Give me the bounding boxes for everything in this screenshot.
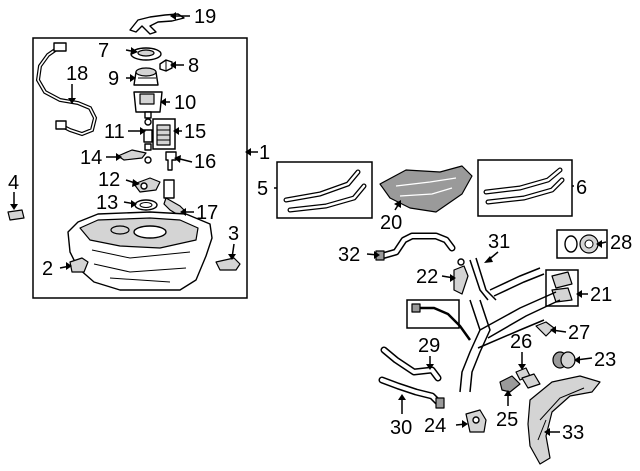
part-21-filler-neck-clamps	[551, 271, 573, 303]
callout-30: 30	[390, 417, 412, 439]
part-10-fuel-pump-module	[133, 91, 163, 119]
part-16-sender	[165, 151, 177, 171]
part-31-breather-tube	[469, 257, 545, 301]
fuel-tank	[67, 211, 213, 291]
callout-12: 12	[98, 169, 120, 191]
part-28-fuel-cap	[564, 234, 599, 254]
part-6-box	[477, 159, 573, 217]
callout-6: 6	[576, 177, 587, 199]
callout-24: 24	[424, 415, 446, 437]
part-4-pad	[7, 209, 25, 221]
callout-7: 7	[98, 40, 109, 62]
fuel-tank-assembly-box	[32, 37, 248, 299]
callout-32: 32	[338, 244, 360, 266]
part-28-box	[556, 229, 608, 259]
part-29-filler-hose	[380, 346, 442, 382]
part-5-tank-strap	[283, 169, 367, 213]
callout-28: 28	[610, 232, 632, 254]
part-5-box	[276, 161, 373, 219]
callout-33: 33	[562, 422, 584, 444]
callout-27: 27	[568, 322, 590, 344]
callout-13: 13	[96, 192, 118, 214]
callout-26: 26	[510, 331, 532, 353]
callout-8: 8	[188, 55, 199, 77]
part-12-bracket	[133, 177, 161, 193]
callout-21: 21	[590, 284, 612, 306]
part-13-lock-ring	[134, 199, 158, 211]
part-20-heat-shield	[379, 165, 473, 213]
part-21-box	[545, 269, 579, 307]
part-24-bracket	[465, 409, 487, 433]
callout-14: 14	[80, 147, 102, 169]
part-33-splash-shield	[527, 375, 601, 465]
callout-31: 31	[488, 231, 510, 253]
callout-23: 23	[594, 349, 616, 371]
part-14-bracket	[117, 149, 147, 161]
arrow-heads	[10, 12, 602, 436]
part-22-bracket	[453, 258, 469, 295]
part-25-bracket	[499, 373, 541, 393]
part-15-filter	[156, 124, 171, 146]
return-hose	[411, 303, 472, 341]
callout-22: 22	[416, 266, 438, 288]
callout-9: 9	[108, 68, 119, 90]
part-30-breather-hose	[378, 376, 445, 409]
part-2-bracket	[69, 257, 89, 273]
callout-15: 15	[184, 121, 206, 143]
part-9-pump-cap	[133, 67, 159, 86]
callout-4: 4	[8, 172, 19, 194]
callout-10: 10	[174, 92, 196, 114]
callout-5: 5	[257, 178, 268, 200]
part-19-bracket	[129, 13, 185, 35]
part-32-hose	[375, 232, 456, 261]
callout-1: 1	[259, 142, 270, 164]
part-pump-small-fittings	[143, 118, 153, 164]
part-27-clip	[535, 321, 555, 337]
callout-16: 16	[194, 151, 216, 173]
callout-20: 20	[380, 212, 402, 234]
callout-18: 18	[66, 63, 88, 85]
part-3-protector	[215, 257, 241, 271]
callout-2: 2	[42, 258, 53, 280]
part-29-box-area	[406, 299, 460, 329]
part-6-tank-strap	[483, 167, 565, 205]
callout-3: 3	[228, 223, 239, 245]
part-15-box	[152, 118, 176, 150]
callout-19: 19	[194, 6, 216, 28]
callout-29: 29	[418, 335, 440, 357]
callout-17: 17	[196, 202, 218, 224]
filler-pipe	[459, 291, 561, 393]
part-23-grommet	[552, 351, 576, 369]
part-8-retainer	[159, 59, 173, 72]
part-18-vent-hose	[35, 42, 98, 137]
callout-11: 11	[104, 121, 125, 143]
callout-25: 25	[496, 409, 518, 431]
part-7-pump-gasket	[130, 47, 162, 61]
